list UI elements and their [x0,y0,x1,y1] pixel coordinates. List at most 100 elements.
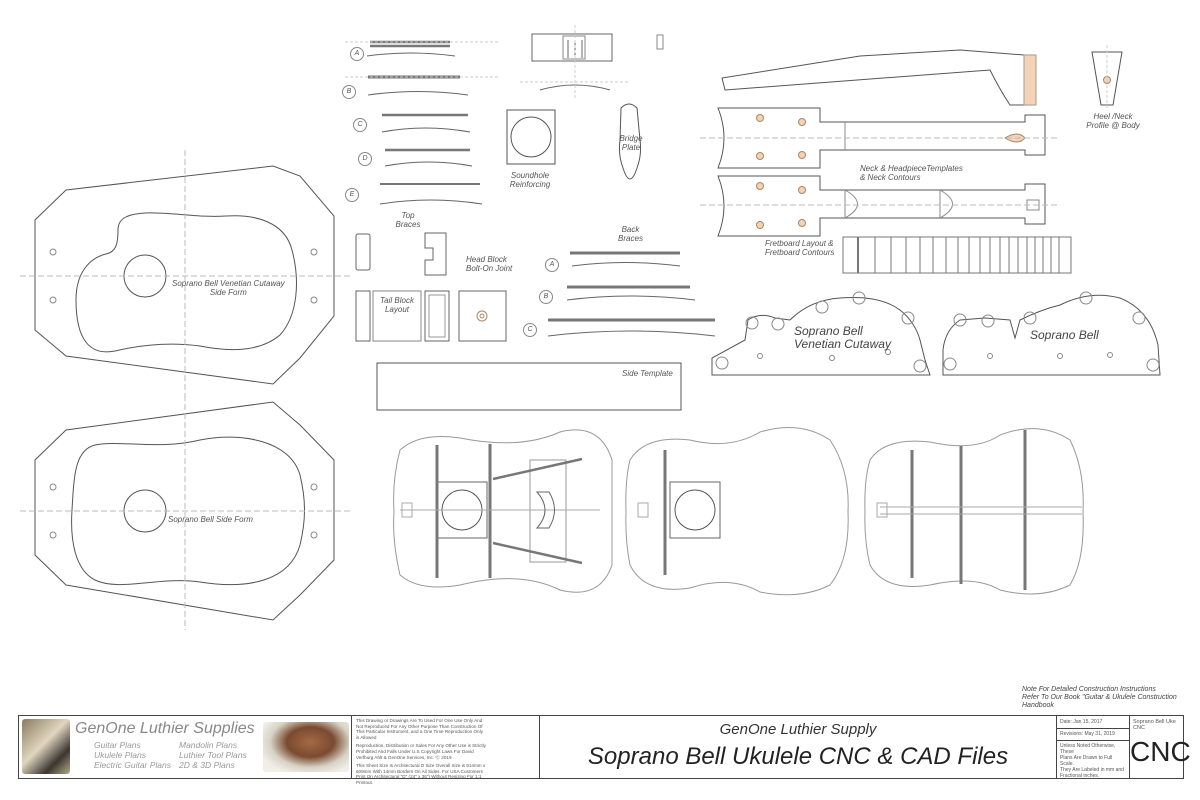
label-mold-cutaway: Soprano Bell Venetian Cutaway [794,325,891,351]
legal-line-8: Verfburg Ahlt & GenOne Services, Inc. Ⓒ … [356,754,452,760]
label-bridge-plate: Bridge Plate [611,134,651,152]
date-field: Date: Jan 15, 2017 [1060,719,1103,725]
brace-letter-c: C [353,118,367,132]
side-form [20,395,350,630]
legal-line-6: Reproduction, Distribution or Sales For … [356,743,486,749]
top-plate-bracing [393,429,613,593]
label-bridge-plate-line2: Plate [621,143,641,152]
legal-line-1: This Drawing or Drawings Are To Used For… [356,718,483,723]
label-head-block-line2: Bolt-On Joint [466,264,513,273]
title-block: GenOne Luthier Supplies Guitar Plans Uku… [18,715,1191,785]
construction-note-line2: Refer To Our Book "Guitar & Ukulele Cons… [1022,694,1177,701]
back-brace-letter-c: C [523,323,537,337]
product-photo-right [263,722,349,772]
label-top-braces-line2: Braces [395,220,421,229]
label-tail-block-line2: Layout [384,305,410,314]
brace-letter-e: E [345,188,359,202]
units-note-line4: Fractional inches. [1060,773,1100,779]
mold-bell [942,291,1161,376]
label-cutaway-form: Soprano Bell Venetian Cutaway Side Form [172,279,285,297]
back-braces [547,251,716,337]
product-photo-left [22,719,70,774]
units-note: Unless Noted Otherwise, These Plans Are … [1057,743,1129,779]
neck-template-2 [700,175,1060,237]
brand-name: GenOne Luthier Supplies [75,720,255,737]
back-brace-letter-b: B [539,290,553,304]
label-soundhole: Soundhole Reinforcing [500,171,560,189]
legal-line-3: This Particular Instrument, and a One Ti… [356,729,483,735]
meta-panel: Date: Jan 15, 2017 Revisions: May 31, 20… [1057,716,1130,779]
label-fretboard: Fretboard Layout & Fretboard Contours [765,239,834,257]
plans-list-1-item-3: Electric Guitar Plans [94,760,171,770]
back-plate-bracing [864,428,1084,595]
units-note-line2: Plans Are Drawn to Full Scale. [1060,755,1113,767]
code-panel: Soprano Bell Uke CNC CNC [1130,716,1191,778]
fretboard [842,236,1072,274]
legal-text: This Drawing or Drawings Are To Used For… [352,716,540,785]
label-bridge-plate-line1: Bridge [619,134,643,143]
plans-list-2: Mandolin Plans Luthier Tool Plans 2D & 3… [179,740,247,770]
label-fretboard-line2: Fretboard Contours [765,248,835,257]
revisions-field: Revisions: May 31, 2019 [1060,731,1115,737]
label-soundhole-line1: Soundhole [510,171,550,180]
title-panel: GenOne Luthier Supply Soprano Bell Ukule… [540,716,1057,778]
plans-list-1: Guitar Plans Ukulele Plans Electric Guit… [94,740,171,770]
label-head-block-line1: Head Block [466,255,507,264]
legal-line-2: Not Reproduced For Any Other Purpose Tha… [356,723,483,729]
construction-note: Note For Detailed Construction Instructi… [1022,686,1200,710]
legal-line-11: 609mm With 14mm Borders On All Sides. Fo… [356,768,483,774]
label-heel-neck-line2: Profile @ Body [1086,121,1140,130]
bridge-detail [520,25,664,100]
label-side-template: Side Template [622,369,673,378]
units-note-line3: They Are Labeled in mm and [1060,767,1124,773]
plans-list-2-item-3: 2D & 3D Plans [179,760,235,770]
label-top-braces: Top Braces [388,211,428,229]
heel-profile [1091,45,1123,110]
plans-list-2-item-2: Luthier Tool Plans [179,750,247,760]
construction-note-line3: Handbook [1022,702,1054,709]
label-mold-cutaway-line2: Venetian Cutaway [794,337,891,351]
plans-list-1-item-1: Guitar Plans [94,740,141,750]
plans-list-2-item-1: Mandolin Plans [179,740,238,750]
label-neck-templates: Neck & HeadpieceTemplates & Neck Contour… [860,164,963,182]
label-soundhole-line2: Reinforcing [509,180,551,189]
label-cutaway-form-line1: Soprano Bell Venetian Cutaway [172,279,285,288]
bridge-plate [618,103,642,180]
side-template [376,362,682,411]
label-cutaway-form-line2: Side Form [209,288,247,297]
legal-line-10: This Sheet Size Is Architectural D Size … [356,763,486,769]
label-side-form: Soprano Bell Side Form [168,515,253,524]
label-mold-bell: Soprano Bell [1030,328,1099,342]
legal-line-7: Prohibited And Falls Under U.S Copyright… [356,748,474,754]
meta-divider-2 [1057,740,1129,741]
legal-line-13: Printout. [356,779,374,785]
mold-cutaway [711,291,931,376]
brace-letter-a: A [350,47,364,61]
brace-letter-d: D [358,152,372,166]
label-mold-cutaway-line1: Soprano Bell [794,324,863,338]
label-heel-neck: Heel /Neck Profile @ Body [1078,112,1148,130]
back-brace-letter-a: A [545,258,559,272]
company-name: GenOne Luthier Supply [719,721,877,738]
legal-line-12: Print On Architectural "D" (24" x 36") W… [356,774,482,780]
neck-template-1 [700,107,1060,169]
soundhole-reinforcing [506,109,556,165]
label-tail-block-line1: Tail Block [380,296,414,305]
top-plate-plain [625,427,849,596]
label-head-block: Head Block Bolt-On Joint [466,255,512,273]
label-back-braces-line1: Back [621,225,640,234]
head-block-pieces [355,232,507,342]
logo-panel: GenOne Luthier Supplies Guitar Plans Uku… [19,716,352,778]
plans-list-1-item-2: Ukulele Plans [94,750,146,760]
units-note-line1: Unless Noted Otherwise, These [1060,743,1116,755]
drawing-title: Soprano Bell Ukulele CNC & CAD Files [587,743,1009,770]
neck-side-profile [721,49,1037,106]
sheet-code: CNC [1130,736,1191,767]
label-neck-templates-line1: Neck & HeadpieceTemplates [860,164,963,173]
label-tail-block: Tail Block Layout [374,296,420,314]
label-back-braces: Back Braces [608,225,653,243]
label-back-braces-line2: Braces [618,234,643,243]
top-braces [345,40,500,205]
label-heel-neck-line1: Heel /Neck [1093,112,1133,121]
